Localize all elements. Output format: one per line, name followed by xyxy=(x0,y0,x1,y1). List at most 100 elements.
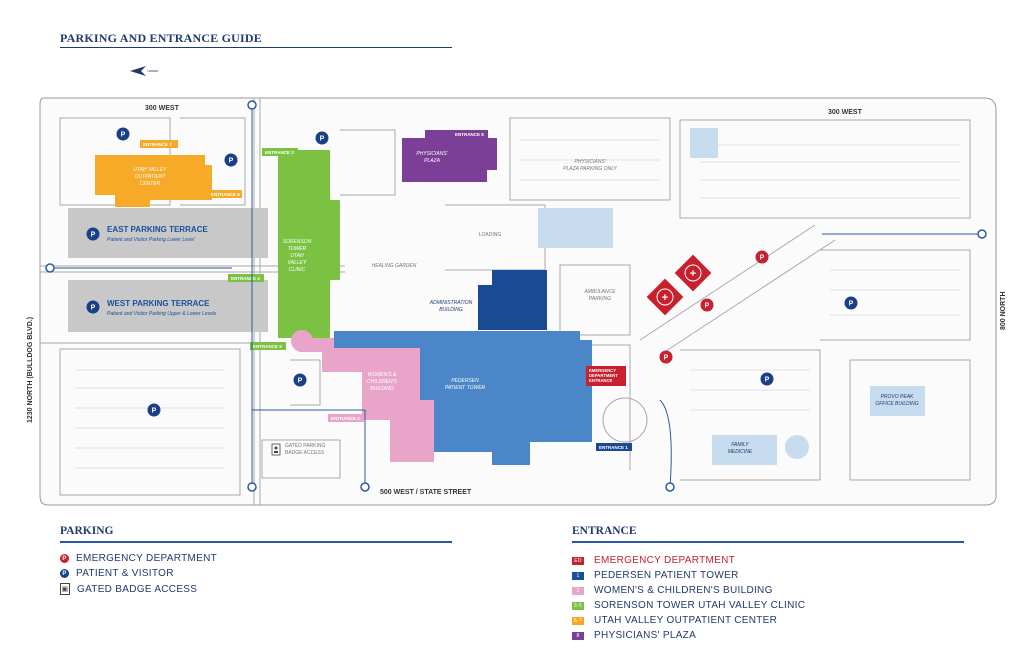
outpatient-center[interactable] xyxy=(95,155,212,207)
physicians-parking-label: PHYSICIANS'PLAZA PARKING ONLY xyxy=(563,159,617,172)
ed-parking-icon xyxy=(659,350,673,364)
entrance-6-label: ENTRANCE 6 xyxy=(211,192,240,197)
entrance-swatch: ED xyxy=(572,556,584,565)
entrance-swatch: 8 xyxy=(572,631,584,640)
pedersen-patient-tower[interactable] xyxy=(334,331,592,465)
gated-badge-icon xyxy=(271,443,281,456)
helipad-icons: + + xyxy=(646,254,712,316)
entrance-legend-label: SORENSON TOWER UTAH VALLEY CLINIC xyxy=(594,600,806,611)
patient-parking-icon xyxy=(224,153,238,167)
legend-entrance-row: 2 WOMEN'S & CHILDREN'S BUILDING xyxy=(572,585,773,596)
entrance-4-label: ENTRANCE 4 xyxy=(231,276,260,281)
gated-badge-icon: ▣ xyxy=(60,583,70,595)
entrance-legend-label: EMERGENCY DEPARTMENT xyxy=(594,555,736,566)
access-point-icons[interactable] xyxy=(45,100,987,492)
entrance-swatch: 2 xyxy=(572,586,584,595)
ed-parking-icon: P xyxy=(60,554,69,563)
street-label: 500 WEST / STATE STREET xyxy=(380,489,472,496)
patient-parking-markers[interactable] xyxy=(86,127,858,417)
svg-text:P: P xyxy=(320,136,325,143)
entrance-tags[interactable] xyxy=(140,130,632,451)
sorenson-tower[interactable] xyxy=(278,150,340,338)
patient-parking-icon xyxy=(147,403,161,417)
physicians-plaza[interactable] xyxy=(402,130,497,182)
svg-text:P: P xyxy=(664,355,669,362)
north-label: N xyxy=(144,69,149,76)
patient-parking-icon xyxy=(760,372,774,386)
entrance-swatch: 1 xyxy=(572,571,584,580)
ed-parking-markers[interactable] xyxy=(659,250,769,364)
street-label: 300 WEST xyxy=(145,105,180,112)
east-terrace-label: EAST PARKING TERRACE xyxy=(107,225,208,234)
entrance-7-label: ENTRANCE 7 xyxy=(143,142,172,147)
title-rule xyxy=(60,47,452,48)
ed-entrance-tag[interactable] xyxy=(586,366,626,386)
svg-text:+: + xyxy=(662,292,668,304)
svg-text:P: P xyxy=(298,378,303,385)
east-terrace-sub: Patient and Visitor Parking Lower Level xyxy=(107,237,195,243)
patient-parking-icon xyxy=(86,300,100,314)
legend-gated-badge: ▣ GATED BADGE ACCESS xyxy=(60,583,198,595)
svg-text:P: P xyxy=(760,255,765,262)
svg-text:+: + xyxy=(690,268,696,280)
svg-text:P: P xyxy=(152,408,157,415)
svg-text:P: P xyxy=(91,305,96,312)
page-title: PARKING AND ENTRANCE GUIDE xyxy=(60,31,262,45)
patient-parking-icon xyxy=(116,127,130,141)
street-label: 300 WEST xyxy=(828,109,863,116)
west-terrace-sub: Patient and Visitor Parking Upper & Lowe… xyxy=(107,311,217,317)
womens-childrens-building[interactable] xyxy=(295,338,434,462)
legend-entrance-row: ED EMERGENCY DEPARTMENT xyxy=(572,555,735,566)
svg-text:P: P xyxy=(229,158,234,165)
north-arrow-icon: N xyxy=(130,66,158,76)
patient-parking-icon xyxy=(293,373,307,387)
parking-stalls xyxy=(75,139,960,469)
entrance-legend-label: PHYSICIANS' PLAZA xyxy=(594,630,697,641)
west-parking-terrace[interactable] xyxy=(68,280,268,332)
family-medicine-building[interactable] xyxy=(712,435,777,465)
loading-dock-building xyxy=(538,208,613,248)
campus-map[interactable]: N xyxy=(0,0,1024,520)
patient-parking-icon xyxy=(844,296,858,310)
physicians-plaza-label: PHYSICIANS'PLAZA xyxy=(416,151,448,164)
patient-parking-icon: P xyxy=(60,569,69,578)
svg-text:P: P xyxy=(91,232,96,239)
street-label: 800 NORTH xyxy=(1000,291,1007,330)
legend-ed-parking: P EMERGENCY DEPARTMENT xyxy=(60,553,217,564)
svg-text:P: P xyxy=(121,132,126,139)
entrance-8-label: ENTRANCE 8 xyxy=(455,132,484,137)
provo-peak-building[interactable] xyxy=(870,386,925,416)
legend-entrance-row: 1 PEDERSEN PATIENT TOWER xyxy=(572,570,739,581)
patient-parking-icon xyxy=(315,131,329,145)
small-building xyxy=(690,128,718,158)
west-terrace-label: WEST PARKING TERRACE xyxy=(107,299,210,308)
loading-label: LOADING xyxy=(479,232,502,238)
entrance-legend-title: ENTRANCE xyxy=(572,525,637,537)
entrance-legend-rule xyxy=(572,541,964,543)
entrance-2-label: ENTRANCE 2 xyxy=(331,416,360,421)
walkways xyxy=(50,104,982,488)
legend-patient-parking: P PATIENT & VISITOR xyxy=(60,568,174,579)
healing-garden-label: HEALING GARDEN xyxy=(372,263,417,269)
east-parking-terrace[interactable] xyxy=(68,208,268,258)
patient-parking-icon xyxy=(86,227,100,241)
administration-building[interactable] xyxy=(478,270,547,330)
ed-parking-icon xyxy=(755,250,769,264)
entrance-5-label: ENTRANCE 5 xyxy=(253,344,282,349)
womens-rotunda xyxy=(291,330,313,352)
entrance-swatch: 3-5 xyxy=(572,601,584,610)
entrance-legend-label: WOMEN'S & CHILDREN'S BUILDING xyxy=(594,585,773,596)
entrance-legend-label: PEDERSEN PATIENT TOWER xyxy=(594,570,739,581)
legend-entrance-row: 8 PHYSICIANS' PLAZA xyxy=(572,630,696,641)
family-medicine-annex xyxy=(785,435,809,459)
svg-text:P: P xyxy=(765,377,770,384)
